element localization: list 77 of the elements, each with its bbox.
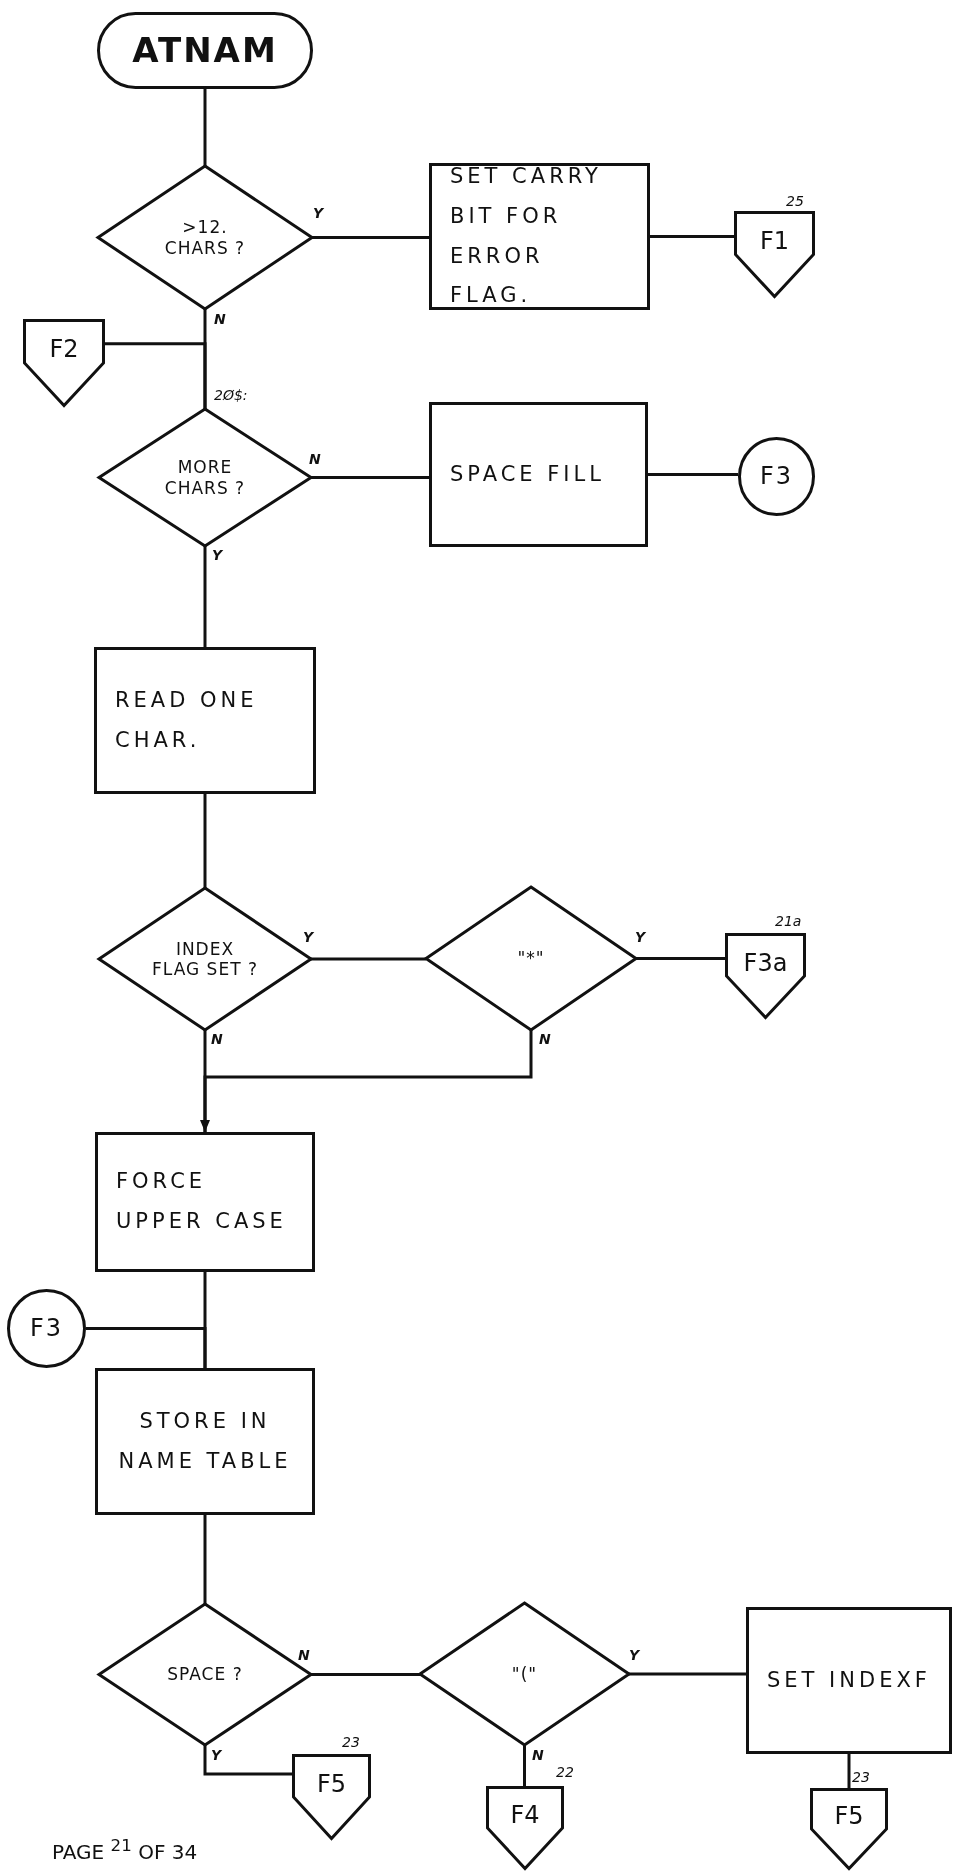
offpage-connector — [486, 1786, 564, 1870]
node-label: F1 — [759, 226, 790, 258]
process-box — [746, 1607, 952, 1754]
node-label: FORCE UPPER CASE — [116, 1168, 288, 1235]
connector-line — [203, 89, 207, 166]
node-label: STORE IN NAME TABLE — [117, 1407, 293, 1475]
decision-diamond — [99, 1604, 311, 1745]
decision-text: MORE CHARS ? — [163, 457, 247, 498]
node-label: ATNAM — [132, 28, 278, 72]
connector-line — [312, 236, 429, 239]
page-reference: 23 — [852, 1770, 870, 1784]
edge-label: Y — [634, 930, 647, 944]
page-reference: 25 — [786, 194, 804, 208]
edge-label: N — [297, 1648, 311, 1662]
process-box — [94, 647, 316, 794]
edge-label: Y — [628, 1648, 641, 1662]
node-label: SET CARRY BIT FOR ERROR FLAG. — [450, 162, 603, 310]
page-reference: 23 — [342, 1735, 360, 1749]
connector-line — [311, 476, 429, 479]
edge-label: N — [213, 312, 227, 326]
node-label: F4 — [510, 1800, 540, 1831]
edge-label: N — [538, 1032, 552, 1046]
decision-text: "*" — [517, 948, 545, 969]
edge-label: N — [308, 452, 322, 466]
node-label: F3a — [743, 947, 788, 979]
decision-diamond — [98, 166, 312, 309]
connector-line — [650, 235, 734, 238]
connector-line — [200, 1030, 533, 1132]
node-label: READ ONE CHAR. — [115, 686, 259, 754]
page-reference: 21a — [775, 914, 802, 928]
connector-line — [629, 1672, 746, 1676]
offpage-connector — [23, 319, 105, 407]
edge-label: Y — [211, 548, 224, 562]
decision-text: >12. CHARS ? — [163, 217, 247, 258]
process-box — [429, 163, 650, 310]
decision-text: INDEX FLAG SET ? — [151, 938, 259, 980]
page-number: PAGE $^{21}$ OF 34 — [52, 1836, 198, 1864]
node-label: F5 — [834, 1801, 864, 1833]
decision-diamond — [420, 1603, 629, 1745]
connector-line — [86, 1327, 207, 1368]
connector-line — [311, 957, 426, 961]
connector-circle — [7, 1289, 86, 1368]
connector-line — [203, 1515, 207, 1604]
connector-line — [105, 342, 207, 409]
decision-diamond — [99, 409, 311, 546]
node-label: F2 — [49, 334, 79, 366]
edge-label: N — [210, 1032, 224, 1046]
connector-circle — [738, 437, 815, 516]
edge-label: Y — [210, 1748, 223, 1762]
decision-text: SPACE ? — [167, 1664, 243, 1685]
offpage-connector — [810, 1788, 888, 1870]
connector-line — [636, 957, 725, 960]
edge-label: Y — [312, 206, 325, 220]
node-label: F5 — [316, 1768, 347, 1800]
process-box — [429, 402, 648, 547]
node-label: F3 — [759, 461, 794, 493]
connector-line — [847, 1754, 851, 1788]
offpage-connector — [292, 1754, 371, 1840]
connector-line — [203, 1745, 292, 1776]
edge-label: N — [531, 1748, 545, 1762]
node-label: F3 — [29, 1313, 64, 1345]
page-reference: 2Ø$: — [214, 388, 248, 402]
decision-text: "(" — [511, 1663, 538, 1685]
connector-line — [203, 546, 207, 647]
process-box — [95, 1132, 315, 1272]
decision-diamond — [426, 887, 636, 1030]
page-reference: 22 — [556, 1765, 574, 1779]
offpage-connector — [725, 933, 806, 1019]
connector-line — [648, 473, 738, 476]
node-label: SPACE FILL — [450, 460, 605, 488]
process-box — [95, 1368, 315, 1515]
connector-line — [523, 1745, 526, 1786]
node-label: SET INDEXF — [767, 1666, 931, 1694]
connector-line — [311, 1673, 420, 1676]
connector-line — [203, 794, 207, 888]
offpage-connector — [734, 211, 815, 298]
edge-label: Y — [302, 930, 315, 944]
